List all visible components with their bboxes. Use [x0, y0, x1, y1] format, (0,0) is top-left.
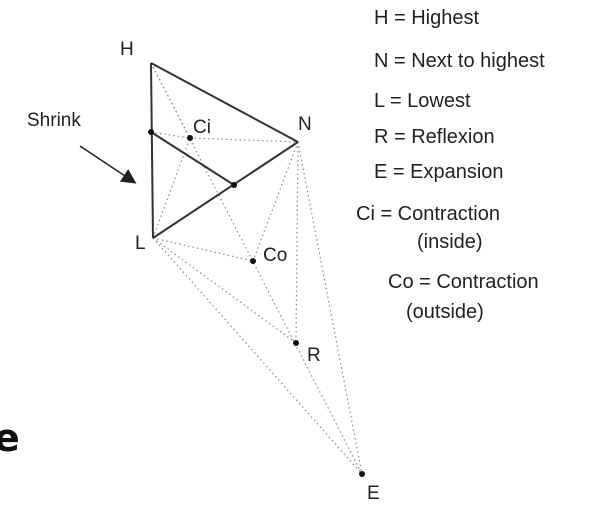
label-h: H — [120, 39, 134, 60]
simplex-edge-n-l — [152, 141, 299, 239]
legend-item-co-sub: (outside) — [406, 301, 484, 323]
dotted-line-l-co — [152, 237, 254, 262]
simplex-edge-h-n — [150, 62, 299, 143]
legend-item-ci: Ci = Contraction — [356, 203, 500, 225]
shrunk-n-dot — [231, 182, 237, 188]
shrunk-edge-top — [150, 131, 235, 186]
label-l: L — [135, 233, 146, 254]
dotted-line-ci-n — [189, 137, 299, 143]
dotted-construction-lines — [150, 62, 363, 475]
dotted-line-n-co — [252, 141, 299, 262]
shrunk-h-dot — [148, 129, 154, 135]
co-dot — [250, 258, 256, 264]
label-r: R — [307, 345, 321, 366]
simplex-edge-h-l — [150, 62, 154, 239]
label-n: N — [298, 114, 312, 135]
dotted-line-h-ci — [150, 62, 191, 139]
legend-item-h: H = Highest — [374, 7, 480, 29]
dotted-line-n-e — [297, 141, 363, 475]
label-e: E — [367, 483, 380, 504]
cropped-edge-glyph: e — [0, 416, 20, 460]
shrink-arrow — [79, 145, 137, 184]
simplex-solid-lines — [150, 62, 299, 239]
legend-item-n: N = Next to highest — [374, 50, 545, 72]
label-co: Co — [263, 245, 287, 266]
dotted-line-h-e — [150, 62, 363, 475]
legend-item-r: R = Reflexion — [374, 126, 495, 148]
dotted-line-n-r — [295, 141, 299, 344]
point-markers — [148, 129, 365, 477]
legend-item-e: E = Expansion — [374, 161, 504, 183]
e-dot — [359, 471, 365, 477]
label-shrink: Shrink — [27, 110, 81, 131]
r-dot — [293, 340, 299, 346]
dotted-line-l-e — [152, 237, 363, 475]
ci-dot — [187, 135, 193, 141]
dotted-line-shrunk-h-ci — [150, 131, 191, 139]
legend-item-co: Co = Contraction — [388, 271, 539, 293]
legend-item-ci-sub: (inside) — [417, 231, 483, 253]
legend-item-l: L = Lowest — [374, 90, 471, 112]
label-ci: Ci — [193, 117, 211, 138]
